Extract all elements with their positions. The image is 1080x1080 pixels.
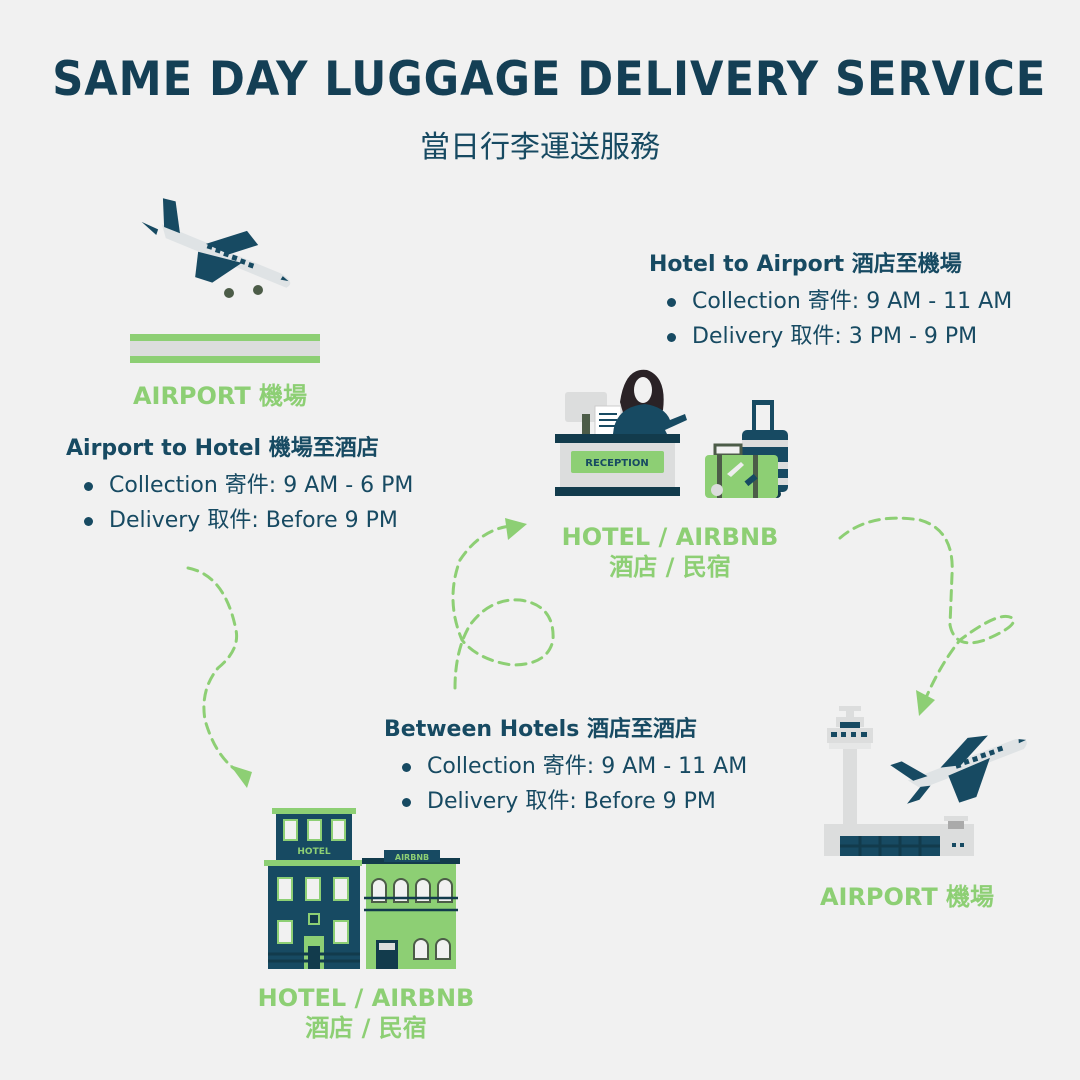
service-airport-to-hotel: Airport to Hotel 機場至酒店 Collection 寄件: 9 … <box>66 430 413 538</box>
page-subtitle: 當日行李運送服務 <box>420 130 660 165</box>
airport-origin-label: AIRPORT 機場 <box>132 382 308 410</box>
reception-sign: RECEPTION <box>585 458 648 469</box>
airplane-landing-icon <box>141 198 291 298</box>
runway <box>130 334 320 363</box>
service-hotel-to-airport: Hotel to Airport 酒店至機場 Collection 寄件: 9 … <box>649 246 1012 354</box>
section-title: Hotel to Airport 酒店至機場 <box>649 252 962 277</box>
delivery-time: Delivery 取件: Before 9 PM <box>83 503 413 538</box>
collection-time: Collection 寄件: 9 AM - 6 PM <box>83 468 413 503</box>
section-title: Airport to Hotel 機場至酒店 <box>66 436 379 461</box>
arrowhead-icon <box>505 518 527 540</box>
hotel-sign: HOTEL <box>297 847 330 857</box>
hotel-buildings-icon: HOTEL AIRBNB <box>264 808 460 969</box>
arrowhead-icon <box>916 690 935 716</box>
collection-time: Collection 寄件: 9 AM - 11 AM <box>666 284 1012 319</box>
collection-time: Collection 寄件: 9 AM - 11 AM <box>401 749 747 784</box>
delivery-time: Delivery 取件: 3 PM - 9 PM <box>666 319 1012 354</box>
schedule-list: Collection 寄件: 9 AM - 11 AM Delivery 取件:… <box>384 749 747 819</box>
airbnb-sign: AIRBNB <box>395 853 429 862</box>
hotel-label-zh: 酒店 / 民宿 <box>305 1014 427 1042</box>
hotel-label-en: HOTEL / AIRBNB <box>561 523 779 551</box>
airport-tower-icon <box>824 706 1027 856</box>
hotel-reception-label: HOTEL / AIRBNB 酒店 / 民宿 <box>540 522 800 582</box>
airport-destination-label: AIRPORT 機場 <box>819 883 995 911</box>
schedule-list: Collection 寄件: 9 AM - 11 AM Delivery 取件:… <box>649 284 1012 354</box>
service-between-hotels: Between Hotels 酒店至酒店 Collection 寄件: 9 AM… <box>384 711 747 819</box>
section-title: Between Hotels 酒店至酒店 <box>384 717 697 742</box>
arrowhead-icon <box>230 765 252 788</box>
hotel-reception-icon: RECEPTION <box>555 369 788 498</box>
delivery-time: Delivery 取件: Before 9 PM <box>401 784 747 819</box>
hotel-buildings-label: HOTEL / AIRBNB 酒店 / 民宿 <box>236 983 496 1043</box>
schedule-list: Collection 寄件: 9 AM - 6 PM Delivery 取件: … <box>66 468 413 538</box>
page-title: SAME DAY LUGGAGE DELIVERY SERVICE <box>52 52 1047 107</box>
hotel-label-en: HOTEL / AIRBNB <box>257 984 475 1012</box>
hotel-label-zh: 酒店 / 民宿 <box>609 553 731 581</box>
